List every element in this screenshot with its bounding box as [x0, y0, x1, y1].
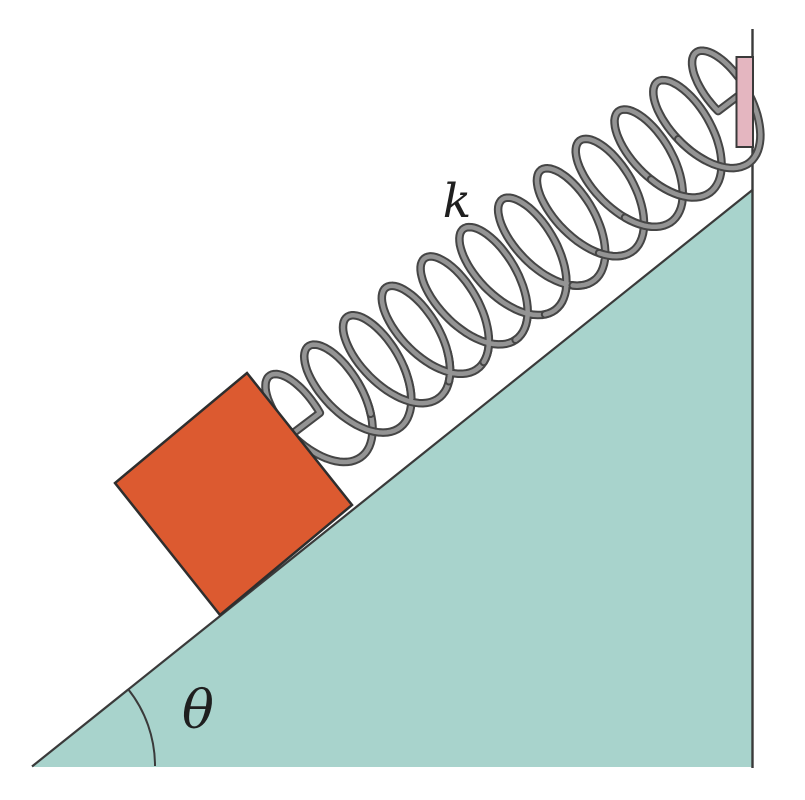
angle-arc — [127, 688, 157, 767]
wall-mount — [735, 56, 754, 148]
spring-coil-wire — [418, 254, 530, 365]
spring-coil-wire — [495, 195, 598, 317]
spring-coil-wire — [648, 77, 724, 200]
spring-constant-label: k — [443, 174, 471, 229]
spring-coil-wire — [301, 342, 414, 435]
spring-coil-wire — [612, 107, 686, 230]
spring-coil-wire — [573, 136, 656, 259]
spring-coil-wire — [534, 166, 628, 288]
angle-label: θ — [182, 680, 214, 741]
incline-surface-line — [31, 188, 754, 768]
spring-coil-wire — [457, 224, 565, 343]
spring — [261, 46, 765, 467]
spring-coil-wire — [340, 313, 453, 406]
spring-coil-wire — [379, 283, 492, 384]
mass-block — [113, 371, 354, 617]
